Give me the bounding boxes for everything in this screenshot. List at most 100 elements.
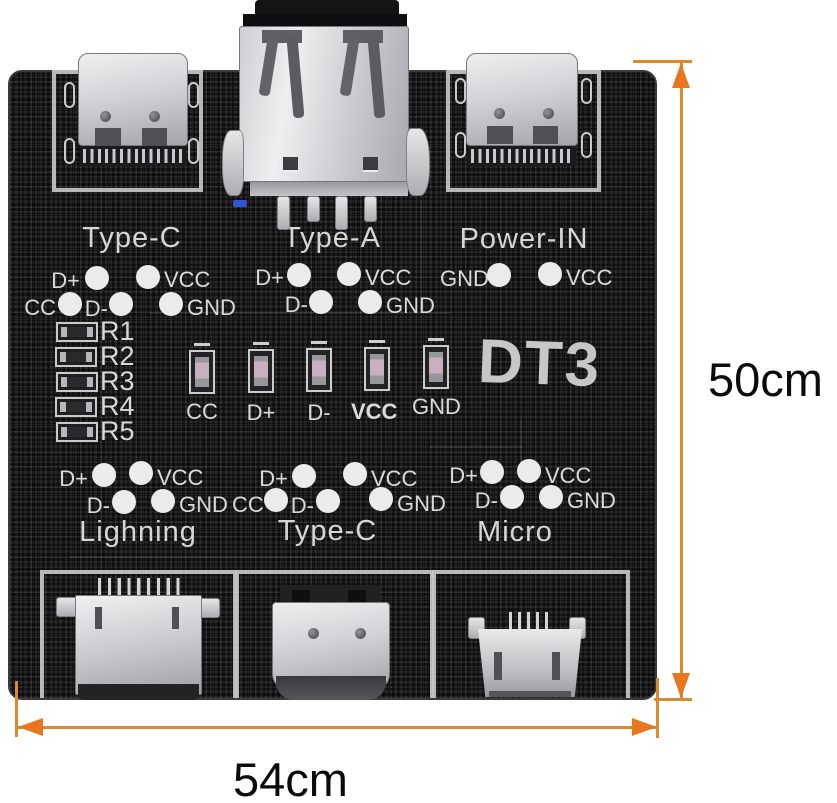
lightning-solder-tab xyxy=(199,598,220,618)
pcb-trace xyxy=(150,312,450,314)
resistor-chip xyxy=(60,402,92,412)
led-chip xyxy=(312,355,326,385)
testpoint-label: GND xyxy=(567,488,616,513)
testpoint-label: D+ xyxy=(259,466,288,491)
dimension-tick xyxy=(15,681,18,737)
led-chip xyxy=(254,356,268,386)
pcb-trace xyxy=(520,420,522,480)
test-point xyxy=(539,485,563,509)
test-point xyxy=(369,487,393,511)
type-c-bottom-notch xyxy=(292,590,310,604)
usb-a-pin xyxy=(335,196,348,230)
dimension-line-vertical xyxy=(680,62,683,700)
arrow-right-icon xyxy=(632,718,657,736)
arrow-left-icon xyxy=(18,718,43,736)
resistor-chip xyxy=(61,327,93,337)
mount-hole-mark xyxy=(188,138,199,164)
test-point xyxy=(316,489,340,513)
section-title-lightning: Lighning xyxy=(79,516,197,548)
resistor-label: R5 xyxy=(100,416,135,446)
testpoint-label: D- xyxy=(84,296,108,321)
pcb-trace xyxy=(70,556,610,558)
testpoint-label: VCC xyxy=(365,265,412,290)
lightning-slot xyxy=(95,607,102,629)
resistor-chip xyxy=(61,377,93,387)
mount-hole-mark xyxy=(188,82,199,108)
resistor xyxy=(55,347,97,367)
test-point xyxy=(264,488,288,512)
test-point xyxy=(538,262,562,286)
connector-pins xyxy=(471,149,573,163)
test-point xyxy=(109,292,133,316)
led-mark xyxy=(311,341,327,344)
dimension-tick xyxy=(654,698,692,701)
testpoint-label: GND xyxy=(187,295,236,320)
testpoint-label: D- xyxy=(474,488,498,513)
led xyxy=(423,345,449,389)
dimension-tick xyxy=(656,678,659,738)
lightning-solder-tab xyxy=(56,597,77,617)
usb-a-solder-tab xyxy=(406,128,430,196)
usb-a-solder-tab xyxy=(222,130,244,196)
mount-hole-mark xyxy=(455,78,466,104)
usb-a-pin xyxy=(364,196,377,222)
test-point xyxy=(136,265,160,289)
connector-screw xyxy=(543,108,554,119)
micro-pins xyxy=(509,612,551,631)
test-point xyxy=(517,459,541,483)
resistor-chip xyxy=(61,427,93,437)
usb-a-top-cap xyxy=(255,0,399,18)
connector-latch xyxy=(95,128,121,146)
connector-screw xyxy=(494,108,505,119)
type-c-bottom-edge xyxy=(276,676,386,700)
resistor xyxy=(56,322,98,342)
pcb-trace xyxy=(430,446,522,448)
testpoint-label: CC xyxy=(24,295,56,320)
resistor-label: R4 xyxy=(100,391,135,421)
board-name: DT3 xyxy=(476,326,603,401)
usb-a-shell-hole xyxy=(283,157,298,172)
connector-screw xyxy=(308,628,319,639)
test-point xyxy=(287,263,311,287)
led xyxy=(189,350,215,394)
arrow-up-icon xyxy=(672,63,690,88)
led-chip xyxy=(429,352,443,382)
testpoint-label: GND xyxy=(179,492,228,517)
testpoint-label: GND xyxy=(397,491,446,516)
resistor-chip xyxy=(60,352,92,362)
mount-hole-mark xyxy=(64,138,75,164)
testpoint-label: D- xyxy=(284,292,308,317)
lightning-slot xyxy=(172,607,179,629)
connector-pins xyxy=(83,149,183,163)
led-label: D+ xyxy=(246,400,276,425)
dimension-tick xyxy=(633,60,692,63)
resistor xyxy=(56,372,98,392)
height-dimension-label: 50cm xyxy=(708,353,823,406)
testpoint-label: VCC xyxy=(371,466,418,491)
connector-latch xyxy=(487,126,513,144)
connector-screw xyxy=(355,628,366,639)
mount-hole-mark xyxy=(581,132,592,158)
testpoint-label: VCC xyxy=(566,265,613,290)
resistor-label: R3 xyxy=(100,366,135,396)
test-point xyxy=(159,292,183,316)
led xyxy=(306,348,332,392)
test-point xyxy=(112,490,136,514)
pcb-trace xyxy=(420,200,422,312)
test-point xyxy=(337,262,361,286)
micro-bottom-edge xyxy=(489,691,571,697)
micro-slot xyxy=(552,652,560,680)
led-chip xyxy=(195,357,209,387)
blue-component xyxy=(233,200,247,207)
testpoint-label: VCC xyxy=(157,465,204,490)
micro-slot xyxy=(494,652,502,680)
test-point xyxy=(85,266,109,290)
usb-a-shell-hole xyxy=(363,157,378,172)
section-title-micro: Micro xyxy=(477,516,553,548)
resistor xyxy=(55,397,97,417)
led xyxy=(248,349,274,393)
led-mark xyxy=(253,342,269,345)
testpoint-label: GND xyxy=(386,293,435,318)
testpoint-label: VCC xyxy=(545,463,592,488)
usb-a-top-flange xyxy=(243,14,407,28)
